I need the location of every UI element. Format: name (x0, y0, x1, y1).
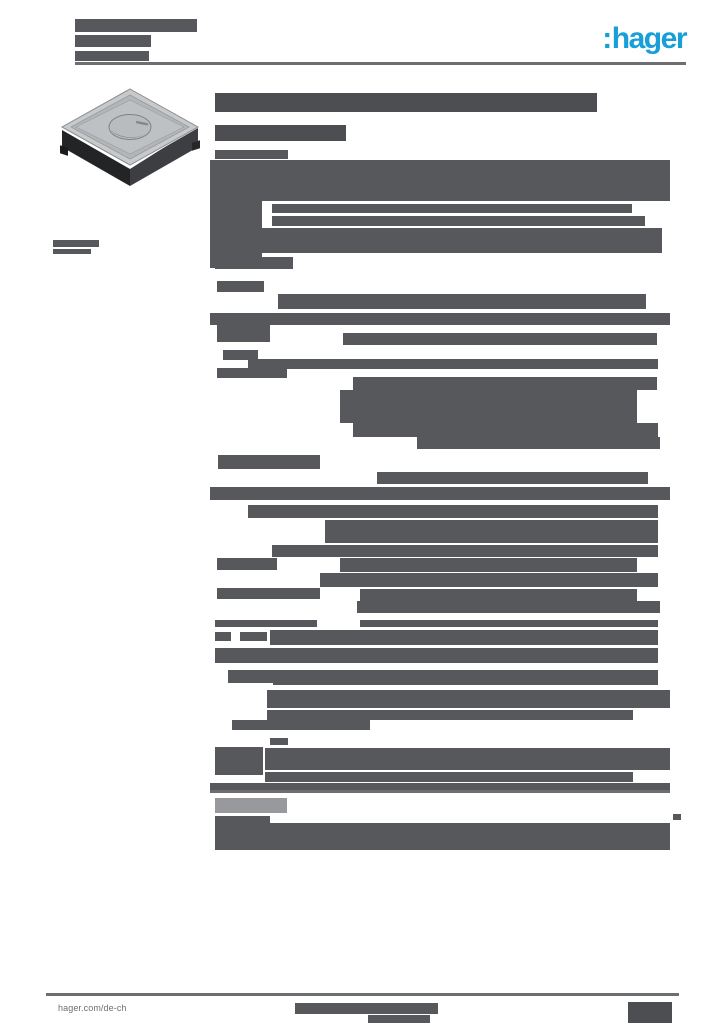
spec-value-5 (353, 423, 658, 437)
footer-page-badge (628, 1002, 672, 1023)
spec-value-8 (248, 505, 658, 518)
image-caption-line-1 (53, 240, 99, 247)
spec-label-2 (217, 322, 270, 342)
spec-value-block (340, 390, 637, 423)
spec-value-4 (353, 377, 657, 390)
product-round-cover (108, 114, 152, 140)
spec-label-11 (270, 738, 288, 745)
spec-value-2 (343, 333, 657, 345)
spec-band-4 (267, 690, 670, 708)
product-cover-shadow (111, 130, 144, 138)
spec-value-19 (232, 720, 370, 730)
footer-rule (46, 993, 679, 996)
footnote-marker (673, 814, 681, 820)
spec-value-18 (267, 710, 633, 720)
spec-value-20 (265, 772, 633, 782)
spec-value-11 (340, 558, 637, 572)
accessory-thumbnail (215, 798, 287, 813)
product-side-left (62, 128, 130, 186)
spec-value-17 (273, 670, 658, 685)
spec-label-3 (223, 350, 258, 360)
spec-label-7 (217, 588, 320, 599)
description-label (215, 150, 288, 159)
description-line-2 (272, 204, 632, 213)
doc-ref-line-2 (75, 35, 151, 47)
spec-label-9a (215, 632, 231, 641)
spec-band-1 (210, 313, 670, 325)
spec-value-12 (320, 573, 658, 587)
spec-value-16 (270, 630, 658, 645)
description-line-4 (215, 257, 293, 269)
subtitle (215, 125, 346, 141)
spec-label-5 (218, 455, 320, 469)
page-title (215, 93, 597, 112)
spec-value-13 (360, 589, 637, 601)
accessory-band (215, 823, 670, 850)
hager-logo-text: hager (611, 22, 688, 55)
spec-band-2 (210, 487, 670, 500)
product-cover-slot (135, 120, 149, 126)
footer-center-line-1 (295, 1003, 438, 1014)
spec-left-column (215, 747, 263, 775)
footer-link-box: hager.com/de-ch (55, 999, 169, 1017)
spec-band-3 (215, 648, 658, 663)
hager-logo-colon: : (602, 22, 612, 55)
spec-value-9 (325, 520, 658, 543)
doc-ref-line-3 (75, 51, 149, 61)
spec-label-10 (228, 670, 273, 683)
spec-label-9b (240, 632, 267, 641)
hager-logo: :hager (602, 22, 688, 55)
description-line-3 (272, 216, 645, 226)
spec-label-8 (215, 620, 317, 627)
header-rule (75, 62, 686, 65)
product-foot-left (60, 145, 68, 156)
spec-band-5 (265, 748, 670, 770)
spec-value-3 (248, 359, 658, 369)
image-caption-line-2 (53, 249, 91, 254)
spec-value-15 (360, 620, 658, 627)
footer-center-line-2 (368, 1015, 430, 1023)
spec-label-6 (217, 558, 277, 570)
doc-ref-line-1 (75, 19, 197, 32)
product-side-right (130, 128, 198, 186)
spec-label-1 (217, 281, 264, 292)
section-rule (210, 790, 670, 793)
spec-value-10 (272, 545, 658, 557)
description-band-1 (210, 160, 670, 201)
description-band-2 (215, 228, 662, 253)
product-photo (60, 88, 200, 186)
spec-band-6 (210, 783, 670, 790)
spec-value-1 (278, 294, 646, 309)
footer-website-link[interactable]: hager.com/de-ch (58, 1003, 127, 1013)
spec-value-6 (417, 437, 660, 449)
spec-value-14 (357, 601, 660, 613)
spec-value-7 (377, 472, 648, 484)
product-foot-right (192, 140, 200, 151)
accessory-label (215, 816, 270, 824)
spec-label-4 (217, 368, 287, 378)
